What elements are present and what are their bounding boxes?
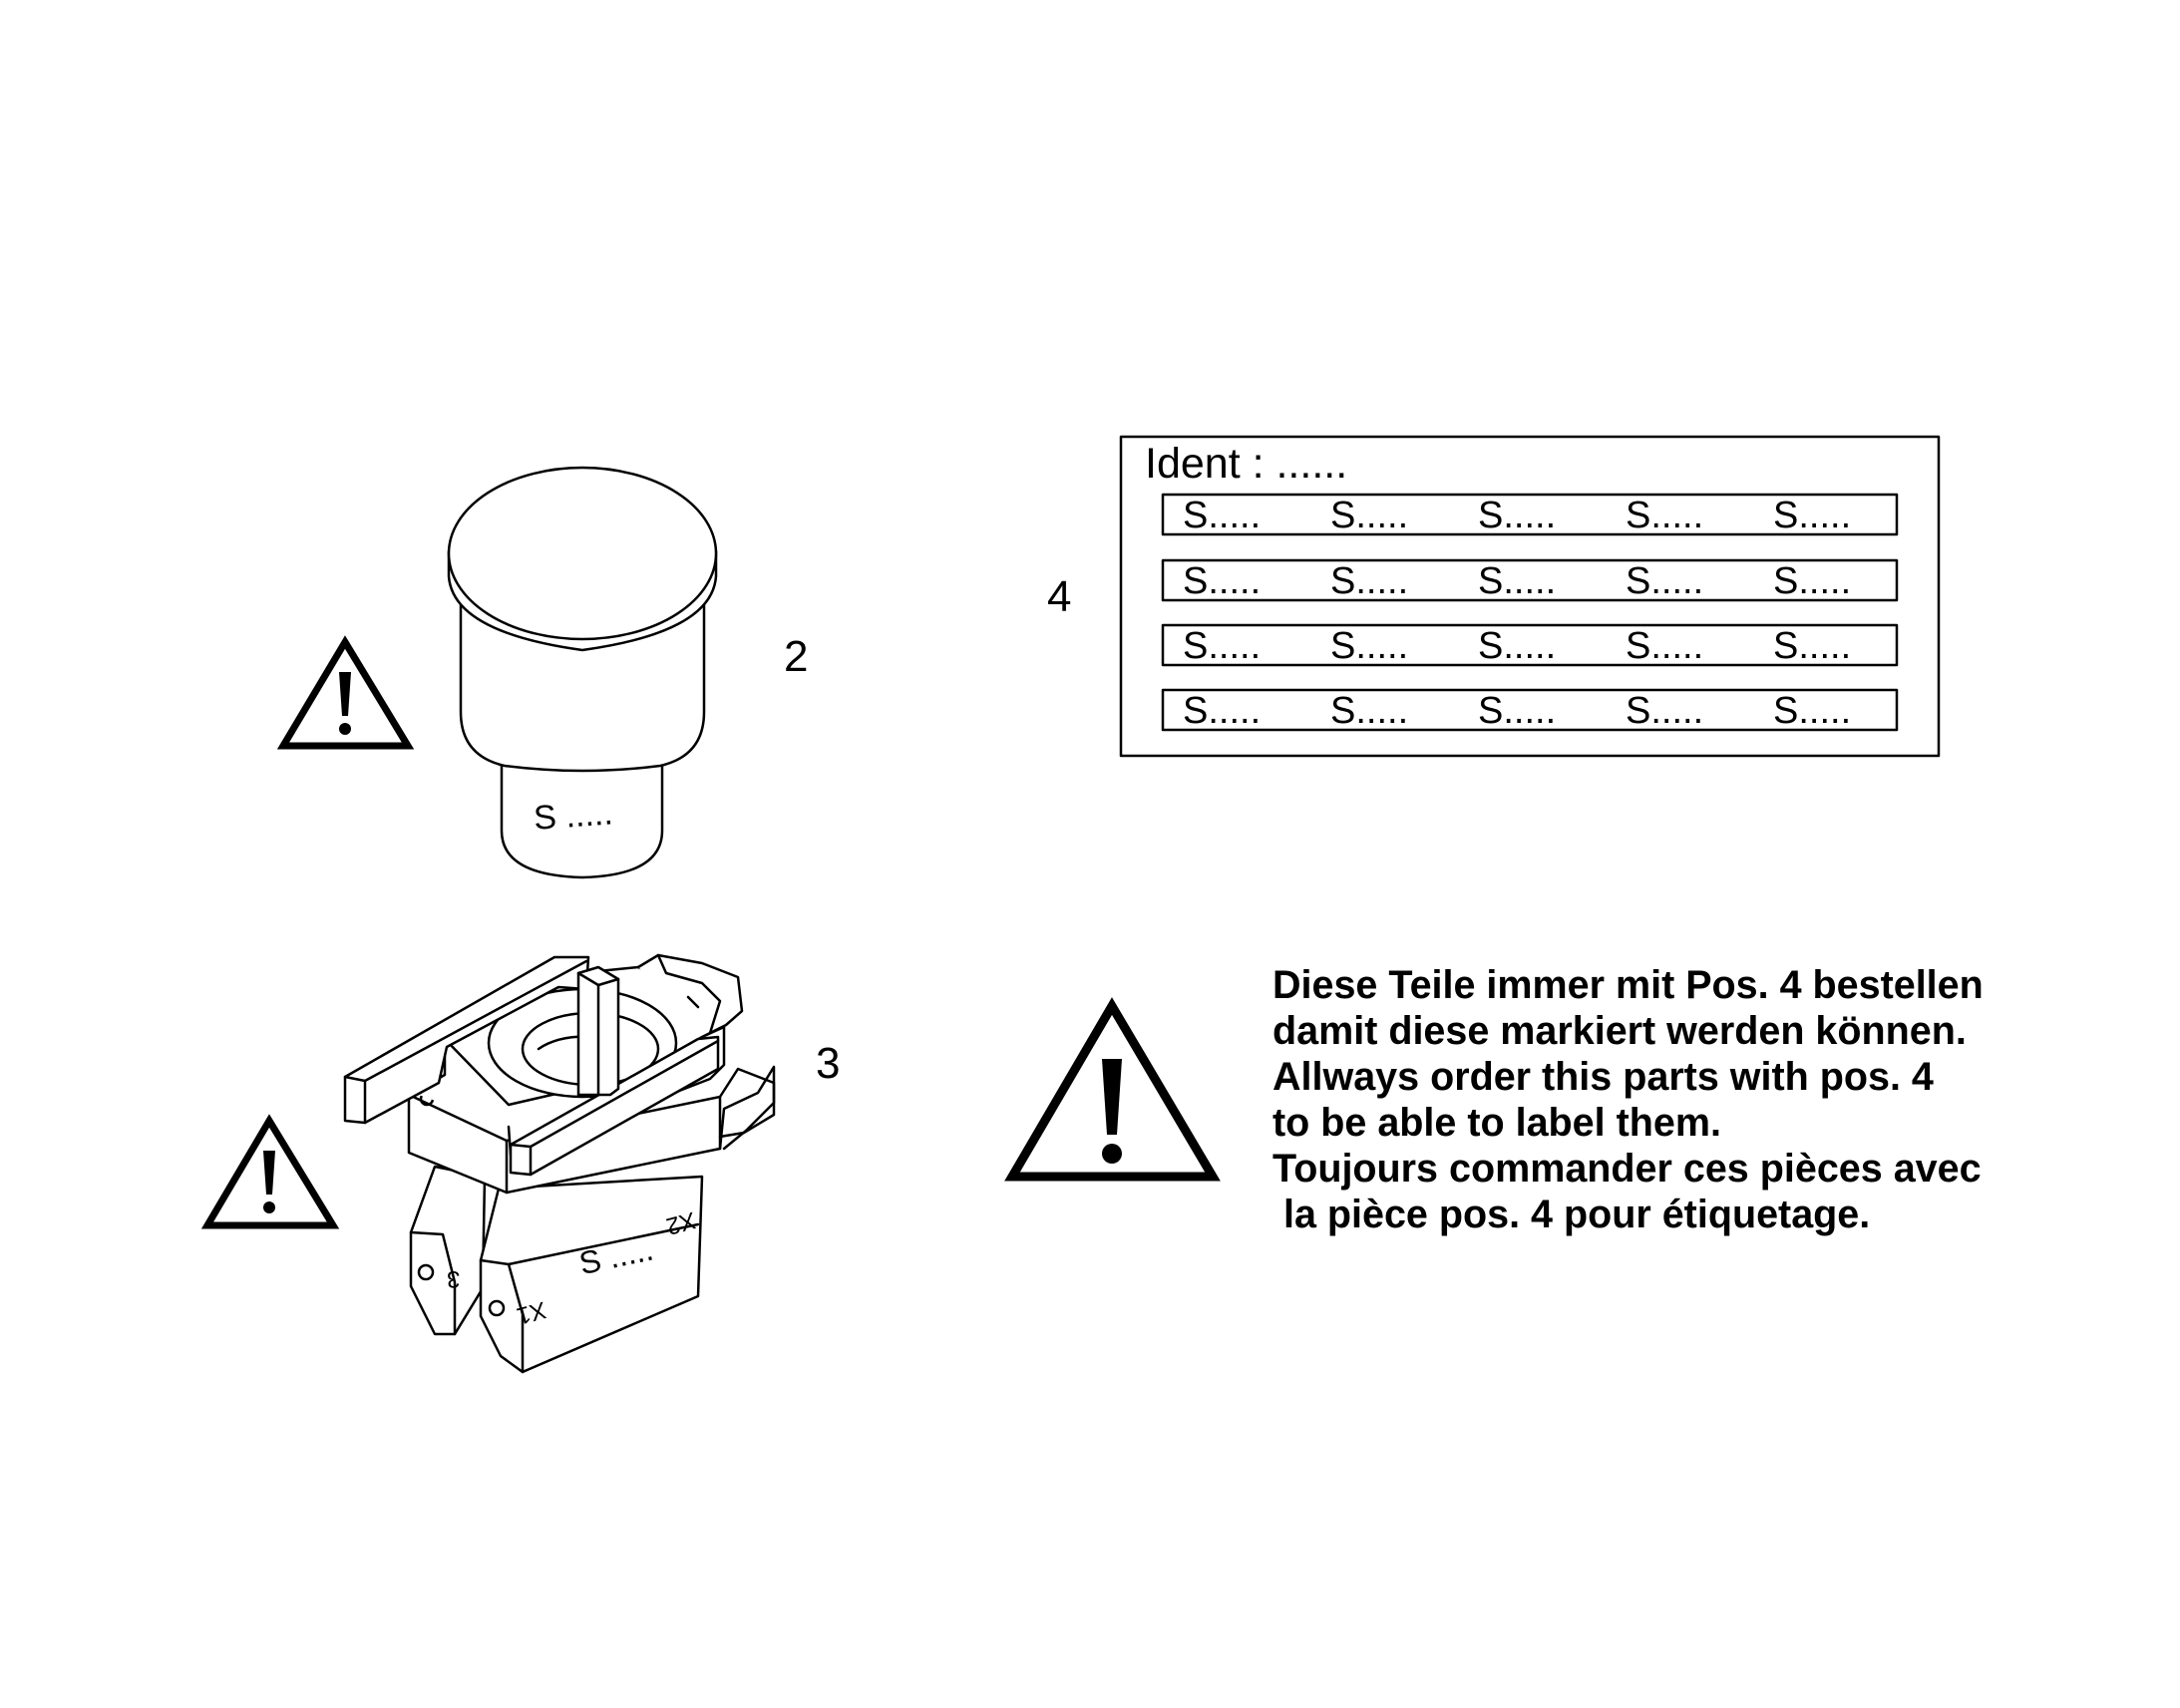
part3-terminal-3-marking: 3 (447, 1265, 461, 1292)
part2-pushbutton-cap (447, 466, 718, 879)
warning-icon (1004, 997, 1221, 1182)
notice-line-de-1: Diese Teile immer mit Pos. 4 bestellen (1272, 963, 1984, 1007)
label-cell: S..... (1183, 690, 1262, 732)
label-cell: S..... (1330, 495, 1409, 536)
notice-line-en-2: to be able to label them. (1272, 1101, 1721, 1145)
notice-line-de-2: damit diese markiert werden können. (1272, 1009, 1967, 1053)
ordering-notice: Diese Teile immer mit Pos. 4 bestellen d… (1272, 962, 1984, 1237)
label-cell: S..... (1330, 690, 1409, 732)
warning-icon (200, 1114, 340, 1229)
label-cell: S..... (1478, 560, 1557, 602)
label-cell: S..... (1626, 495, 1704, 536)
label-cell: S..... (1183, 625, 1262, 667)
part4-label-sheet-frame (1119, 435, 1941, 758)
label-cell: S..... (1773, 625, 1852, 667)
label-cell: S..... (1773, 495, 1852, 536)
part2-label-marking: S ..... (532, 794, 614, 838)
label-cell: S..... (1773, 690, 1852, 732)
position-number-2: 2 (784, 632, 809, 681)
label-cell: S..... (1330, 560, 1409, 602)
notice-line-fr-1: Toujours commander ces pièces avec (1272, 1147, 1982, 1191)
label-cell: S..... (1183, 495, 1262, 536)
notice-line-en-1: Allways order this parts with pos. 4 (1272, 1055, 1934, 1099)
part3-terminal-x2-marking: X2 (663, 1205, 699, 1240)
part3-contact-block-assembly (343, 953, 776, 1374)
label-cell: S..... (1478, 495, 1557, 536)
position-number-3: 3 (816, 1039, 841, 1088)
label-cell: S..... (1478, 690, 1557, 732)
position-number-4: 4 (1047, 572, 1072, 621)
label-cell: S..... (1626, 560, 1704, 602)
label-cell: S..... (1626, 690, 1704, 732)
label-cell: S..... (1478, 625, 1557, 667)
warning-icon (276, 635, 415, 750)
label-cell: S..... (1773, 560, 1852, 602)
label-cell: S..... (1626, 625, 1704, 667)
label-sheet-ident: Ident : ...... (1145, 440, 1348, 488)
notice-line-fr-2: la pièce pos. 4 pour étiquetage. (1272, 1193, 1871, 1236)
label-cell: S..... (1183, 560, 1262, 602)
label-cell: S..... (1330, 625, 1409, 667)
part3-terminal-x1-marking: X1 (514, 1295, 549, 1330)
